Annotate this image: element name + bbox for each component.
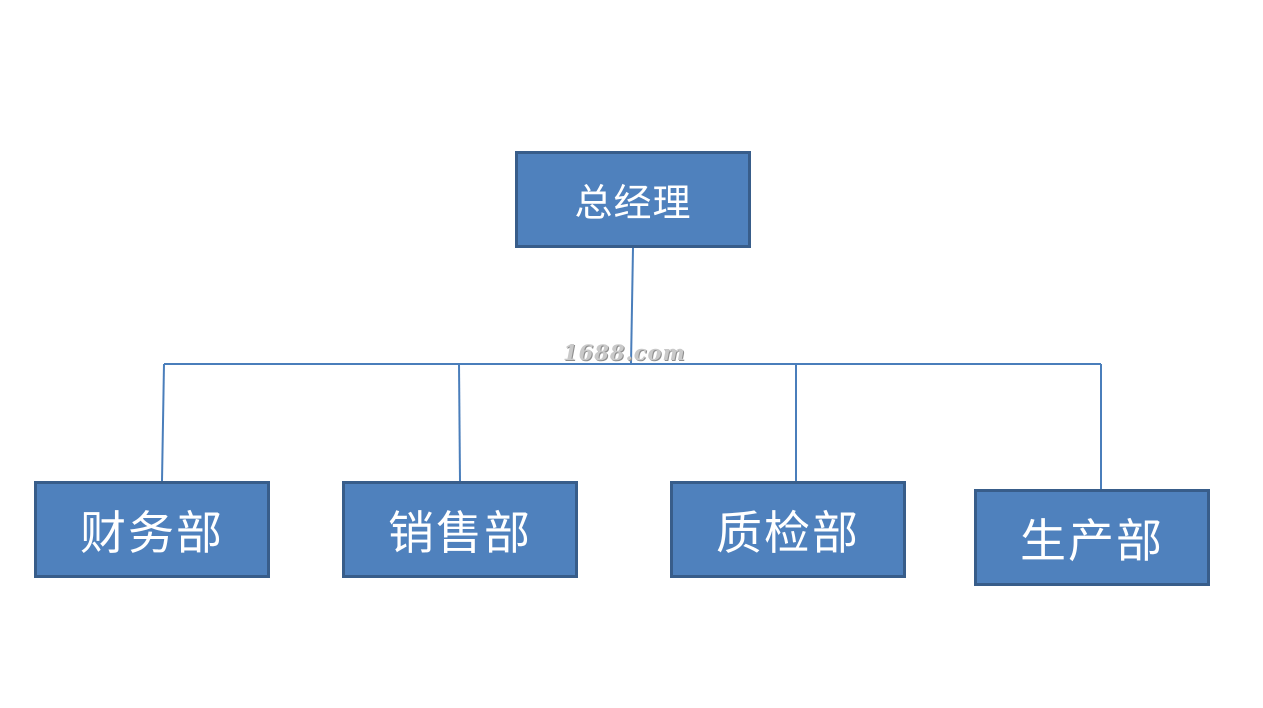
node-sales-department: 销售部 — [342, 481, 578, 578]
node-general-manager: 总经理 — [515, 151, 751, 248]
node-label: 销售部 — [388, 505, 532, 560]
node-label: 总经理 — [574, 181, 692, 225]
connector-root-trunk — [630, 247, 634, 365]
node-label: 财务部 — [80, 505, 224, 560]
node-quality-department: 质检部 — [670, 481, 906, 578]
node-label: 质检部 — [716, 505, 860, 560]
node-label: 生产部 — [1020, 513, 1164, 568]
connector-sales — [458, 363, 461, 482]
watermark: 1688.com — [563, 340, 686, 365]
connector-finance — [161, 363, 165, 482]
node-finance-department: 财务部 — [34, 481, 270, 578]
node-production-department: 生产部 — [974, 489, 1210, 586]
